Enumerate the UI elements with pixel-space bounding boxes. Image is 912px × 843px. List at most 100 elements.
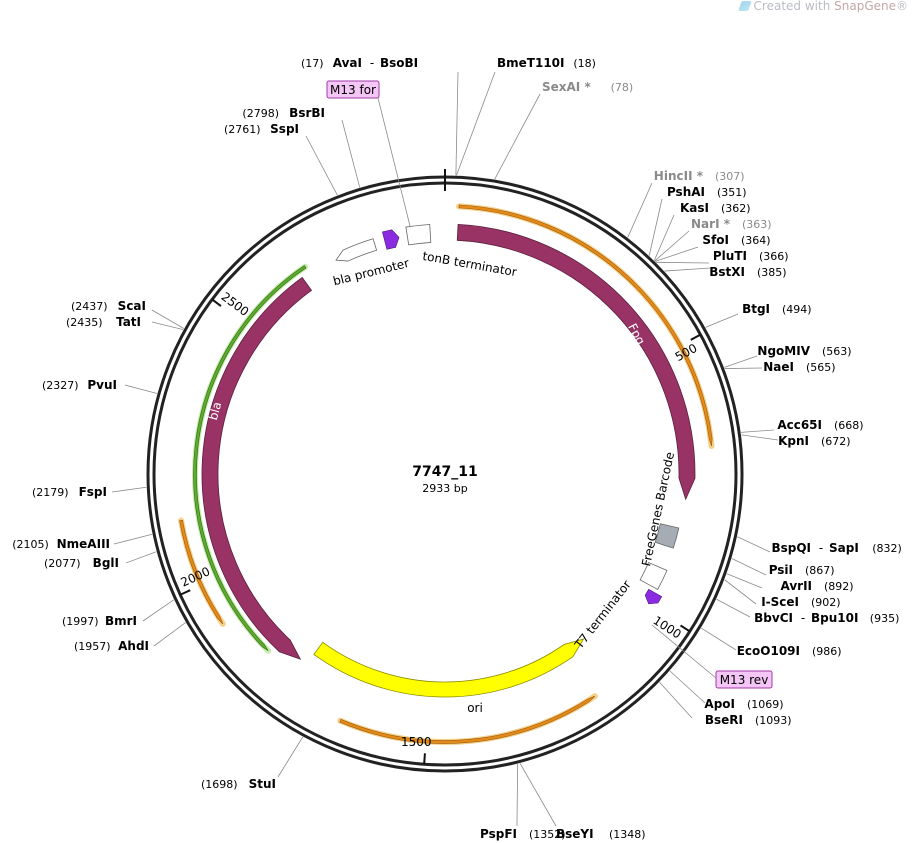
bla-promoter-feature[interactable] — [335, 238, 378, 262]
site-apoi-pos: (1069) — [747, 698, 784, 711]
site-ngomiv[interactable]: NgoMIV(563) — [724, 344, 852, 368]
site-acc65i-leader — [741, 429, 775, 433]
site-hincii-name: HincII * — [654, 169, 704, 183]
site-sexai-pos: (78) — [611, 81, 634, 94]
site-bstxi-pos: (385) — [757, 266, 787, 279]
ori-label: ori — [467, 701, 483, 715]
t7-terminator-feature[interactable] — [639, 561, 668, 590]
site-scai-name: ScaI — [118, 299, 146, 313]
m13-for-box[interactable] — [326, 80, 380, 99]
site-pluti[interactable]: PluTI(366) — [656, 249, 789, 264]
site-fspi-name: FspI — [79, 485, 107, 499]
site-btgi-leader — [705, 313, 739, 328]
site-apoi[interactable]: ApoI (1069) — [669, 670, 784, 711]
orf-arrow-bottom[interactable] — [339, 695, 596, 744]
site-bmet110i[interactable]: BmeT110I(18) — [456, 56, 596, 176]
site-bstxi[interactable]: BstXI(385) — [664, 265, 787, 279]
site-bbvci-leader — [716, 598, 751, 618]
site-nari-leader — [654, 230, 690, 262]
site-bseri-leader — [659, 682, 693, 719]
site-sfoi[interactable]: SfoI (364) — [655, 233, 771, 262]
site-bbvci[interactable]: BbvCI-Bpu10I(935) — [716, 598, 900, 625]
site-pvui[interactable]: PvuI(2327) — [42, 378, 158, 394]
site-bmri[interactable]: BmrI(1997) — [62, 599, 174, 628]
orf-arrow-fpg-strand[interactable] — [458, 204, 713, 447]
site-nari[interactable]: NarI *(363) — [654, 217, 772, 262]
site-pshai-leader — [648, 198, 663, 256]
site-tati-name: TatI — [116, 315, 141, 329]
site-eco0109i[interactable]: EcoO109I(986) — [701, 627, 842, 658]
site-stui[interactable]: StuI(1698) — [201, 736, 304, 791]
site-bsrbi[interactable]: BsrBI(2798) — [242, 106, 361, 188]
site-ahdi-name: AhdI — [118, 639, 149, 653]
site-hincii-pos: (307) — [715, 170, 745, 183]
site-psii[interactable]: PsiI(867) — [731, 558, 835, 577]
tick-500 — [690, 333, 701, 341]
site-sfoi-pos: (364) — [741, 234, 771, 247]
site-pspfi[interactable]: PspFI(1352) — [480, 764, 566, 841]
site-scai-leader — [151, 309, 184, 329]
site-sfoi-leader — [655, 246, 699, 262]
fpg-feature[interactable] — [456, 223, 696, 501]
site-sfoi-name: SfoI — [702, 233, 729, 247]
site-sspi-name: SspI — [270, 122, 299, 136]
site-bgli-leader — [125, 551, 157, 564]
site-stui-leader — [277, 736, 304, 778]
site-bbvci-dash: - — [801, 611, 805, 625]
site-nmeaiii-pos: (2105) — [12, 538, 49, 551]
site-bseri[interactable]: BseRI(1093) — [659, 682, 792, 727]
site-sspi-pos: (2761) — [224, 123, 261, 136]
site-fspi[interactable]: FspI(2179) — [32, 485, 147, 499]
site-bsrbi-leader — [341, 119, 361, 188]
site-bmet110i-name: BmeT110I — [497, 56, 565, 70]
site-bspqi-leader — [737, 536, 771, 553]
orf-arrow-left[interactable] — [179, 519, 224, 625]
freegenes-barcode-label: FreeGenes Barcode — [639, 451, 677, 568]
site-pshai[interactable]: PshAI(351) — [648, 185, 747, 256]
site-avrii[interactable]: AvrII(892) — [726, 573, 854, 593]
site-pluti-leader — [656, 261, 710, 264]
m13-rev-primer-binding[interactable] — [644, 588, 663, 605]
plasmid-backbone — [146, 169, 744, 773]
site-bgli[interactable]: BglI(2077) — [44, 551, 157, 570]
bla-feature[interactable] — [201, 276, 313, 660]
site-btgi[interactable]: BtgI(494) — [705, 302, 812, 328]
site-bsrbi-pos: (2798) — [242, 107, 279, 120]
site-apoi-name: ApoI — [704, 697, 735, 711]
site-ngomiv-pos: (563) — [822, 345, 852, 358]
site-bspqi-dash: - — [819, 541, 823, 555]
m13-for-primer-binding[interactable] — [382, 229, 400, 250]
site-bspqi-pos: (832) — [872, 542, 902, 555]
site-acc65i[interactable]: Acc65I(668) — [741, 418, 864, 433]
site-bseri-name: BseRI — [705, 713, 743, 727]
tick-1000 — [679, 624, 691, 633]
bla-orf-arrow[interactable] — [193, 265, 307, 652]
site-i-scei-name: I-SceI — [761, 595, 799, 609]
tonb-terminator-feature[interactable] — [405, 224, 432, 246]
site-avai-pos: (17) — [301, 57, 324, 70]
site-hincii-leader — [627, 182, 653, 238]
site-kpni[interactable]: KpnI(672) — [741, 434, 851, 448]
site-scai[interactable]: ScaI(2437) — [71, 299, 184, 329]
site-hincii[interactable]: HincII * (307) — [627, 169, 745, 238]
site-nmeaiii[interactable]: NmeAIII(2105) — [12, 533, 153, 551]
m13-rev-label: M13 rev — [720, 673, 769, 687]
site-naei[interactable]: NaeI(565) — [724, 360, 836, 374]
site-i-scei[interactable]: I-SceI(902) — [724, 579, 841, 609]
site-avrii-name: AvrII — [780, 579, 812, 593]
watermark-suffix: ® — [896, 0, 908, 13]
ori-feature[interactable] — [313, 638, 585, 698]
site-bspqi[interactable]: BspQI-SapI(832) — [737, 536, 902, 555]
m13-rev-box[interactable] — [715, 670, 773, 689]
freegenes-barcode-feature[interactable] — [654, 523, 680, 549]
site-avai-extra: BsoBI — [380, 56, 418, 70]
site-sexai[interactable]: SexAI *(78) — [494, 80, 634, 180]
site-kasi[interactable]: KasI(362) — [653, 201, 751, 261]
site-sspi[interactable]: SspI (2761) — [224, 122, 338, 196]
site-avai[interactable]: AvaI-BsoBI(17) — [301, 56, 459, 176]
site-bseyi[interactable]: BseYI(1348) — [519, 763, 646, 841]
site-ahdi[interactable]: AhdI(1957) — [74, 622, 186, 653]
site-nari-pos: (363) — [742, 218, 772, 231]
site-tati[interactable]: TatI(2435) — [66, 315, 184, 331]
